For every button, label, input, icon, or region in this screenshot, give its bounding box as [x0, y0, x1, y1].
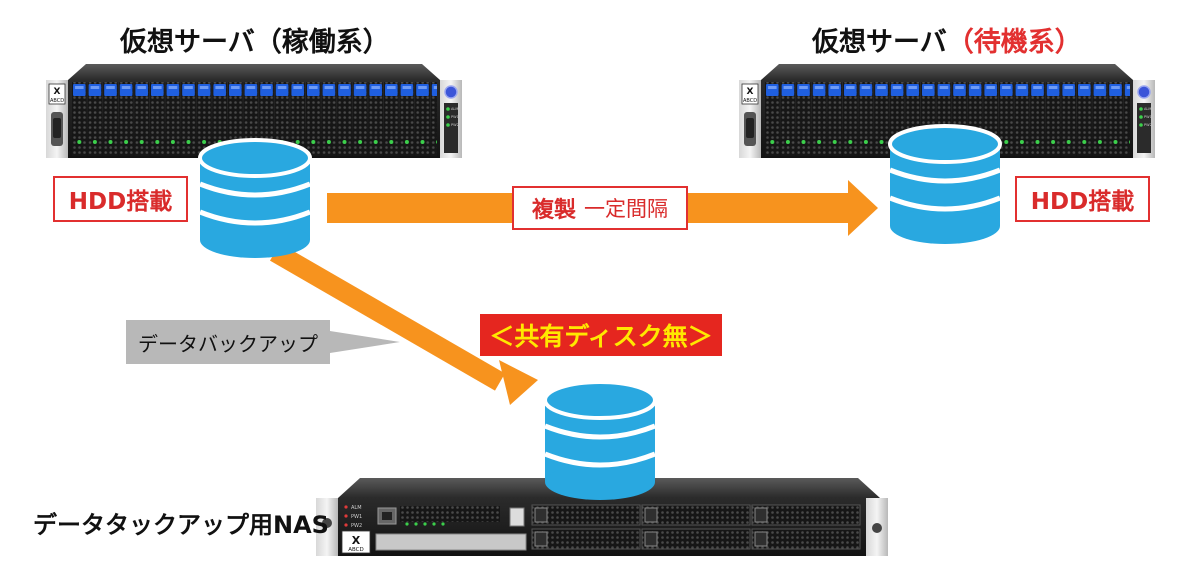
svg-text:X: X: [352, 534, 361, 547]
svg-text:PW1: PW1: [1144, 115, 1152, 119]
svg-text:PW2: PW2: [351, 523, 362, 529]
active-database-icon: [198, 138, 312, 258]
standby-server-title: 仮想サーバ（待機系）: [812, 27, 1082, 58]
backup-callout-pointer: [330, 331, 400, 353]
active-server-title: 仮想サーバ（稼働系）: [120, 27, 390, 58]
replication-label-normal: 一定間隔: [584, 197, 668, 221]
svg-text:PW2: PW2: [451, 123, 459, 127]
standby-database-icon: [888, 124, 1002, 244]
svg-text:ABCD: ABCD: [348, 547, 364, 553]
backup-label: データバックアップ: [126, 320, 330, 364]
replication-label: 複製 一定間隔: [512, 186, 688, 230]
standby-hdd-label: HDD搭載: [1015, 176, 1150, 222]
svg-text:X: X: [54, 87, 61, 97]
svg-text:X: X: [747, 87, 754, 97]
svg-text:PW1: PW1: [351, 514, 362, 520]
backup-arrow-icon: [269, 243, 538, 405]
svg-text:ALM: ALM: [1144, 107, 1151, 111]
svg-text:ALM: ALM: [451, 107, 458, 111]
active-hdd-label: HDD搭載: [53, 176, 188, 222]
svg-text:ABCD: ABCD: [50, 98, 64, 104]
nas-appliance-icon: ALM PW1 PW2 X ABCD: [316, 478, 888, 556]
svg-text:ABCD: ABCD: [743, 98, 757, 104]
nas-database-icon: [543, 380, 657, 500]
nas-label: データタックアップ用NAS: [33, 511, 329, 539]
svg-text:PW2: PW2: [1144, 123, 1152, 127]
replication-label-bold: 複製: [531, 198, 576, 223]
svg-text:ALM: ALM: [351, 505, 362, 511]
svg-text:PW1: PW1: [451, 115, 459, 119]
no-shared-disk-banner: ＜共有ディスク無＞: [480, 314, 722, 356]
